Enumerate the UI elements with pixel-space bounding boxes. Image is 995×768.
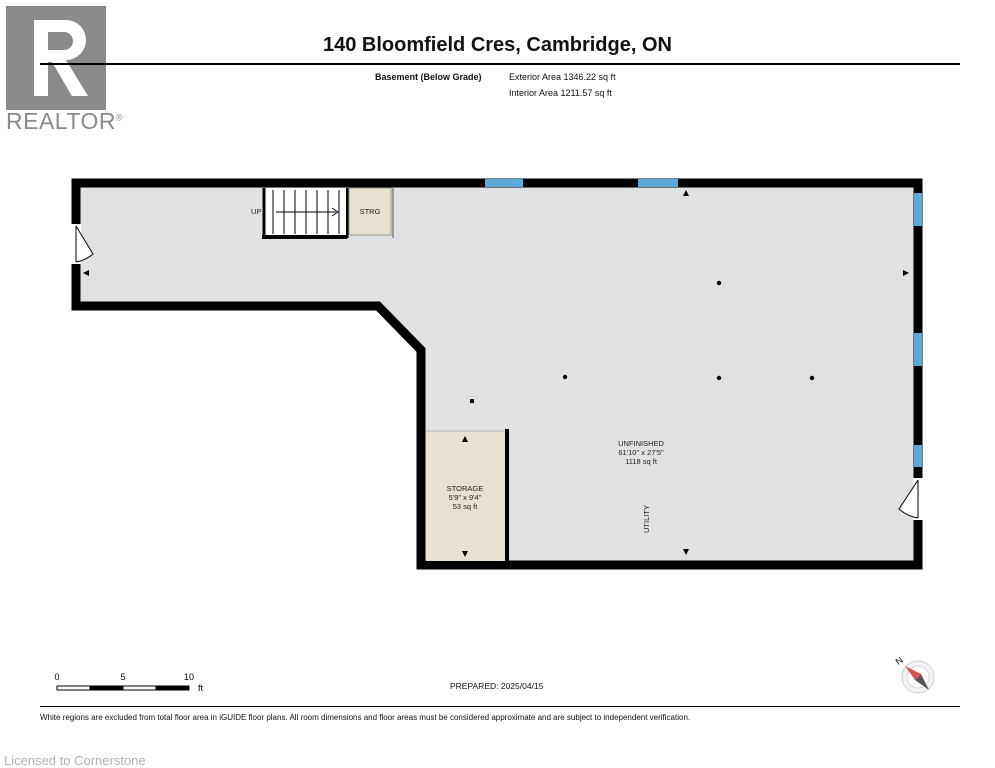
dim-marker-left	[83, 270, 89, 276]
post-4	[809, 375, 815, 381]
stairs	[262, 188, 347, 239]
storage-dims: 5'9" x 9'4"	[449, 493, 482, 502]
footer-divider	[40, 706, 960, 707]
dim-marker-right	[903, 270, 909, 276]
strg-label: STRG	[360, 207, 381, 216]
realtor-logo	[6, 6, 106, 110]
disclaimer-text: White regions are excluded from total fl…	[40, 713, 691, 722]
window-top-2	[638, 179, 678, 187]
dim-marker-bottom	[683, 549, 689, 555]
scale-label-10: 10	[184, 672, 194, 682]
utility-label: UTILITY	[642, 505, 651, 533]
exterior-area: Exterior Area 1346.22 sq ft	[509, 72, 616, 82]
door-right-icon	[898, 479, 919, 519]
window-right-3	[914, 445, 922, 467]
scale-bar: 0 5 10 ft	[54, 672, 203, 693]
scale-label-5: 5	[120, 672, 125, 682]
stairs-up-label: UP	[251, 207, 261, 216]
compass-icon: N	[894, 655, 935, 694]
door-left-icon	[75, 225, 94, 263]
scale-label-0: 0	[54, 672, 59, 682]
license-watermark: Licensed to Cornerstone	[4, 753, 146, 768]
unfinished-dims: 61'10" x 27'5"	[618, 448, 664, 457]
prepared-date: PREPARED: 2025/04/15	[450, 681, 544, 691]
storage-area: 53 sq ft	[453, 502, 479, 511]
dim-marker-storage-top	[462, 436, 468, 442]
page-title: 140 Bloomfield Cres, Cambridge, ON	[323, 34, 672, 56]
realtor-wordmark: REALTOR®	[6, 108, 124, 134]
post-1	[716, 280, 722, 286]
window-top-1	[485, 179, 523, 187]
compass-north-label: N	[894, 655, 905, 667]
storage-room	[426, 431, 505, 561]
unfinished-area: 1118 sq ft	[625, 457, 658, 466]
post-3	[716, 375, 722, 381]
post-2	[562, 374, 568, 380]
dim-marker-top	[683, 190, 689, 196]
floor-label: Basement (Below Grade)	[375, 72, 482, 82]
storage-name: STORAGE	[447, 484, 484, 493]
strg-closet	[348, 187, 392, 236]
unfinished-name: UNFINISHED	[618, 439, 664, 448]
post-5	[470, 399, 474, 403]
stairs-arrow-icon	[331, 207, 339, 217]
window-right-1	[914, 193, 922, 226]
window-right-2	[914, 333, 922, 366]
dim-marker-storage-bottom	[462, 551, 468, 557]
title-divider	[40, 63, 960, 65]
interior-area: Interior Area 1211.57 sq ft	[509, 88, 612, 98]
scale-unit: ft	[198, 683, 204, 693]
basement-floor	[76, 183, 918, 565]
basement-walls	[71, 178, 923, 570]
